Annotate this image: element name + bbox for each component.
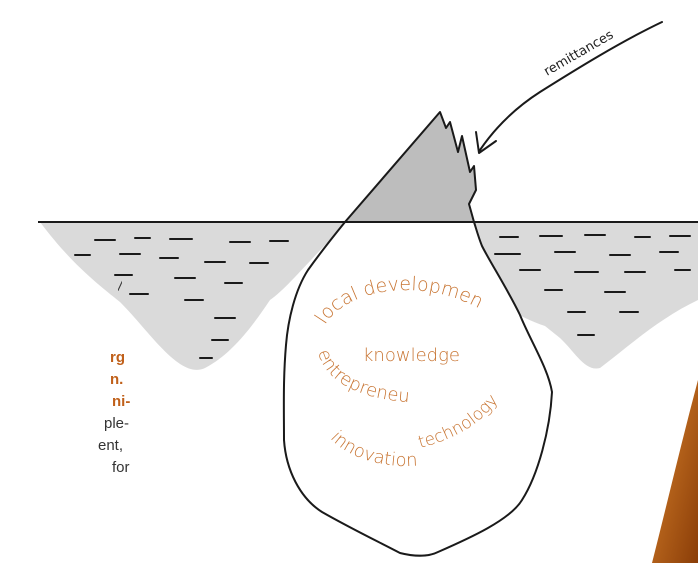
arrow-head (475, 131, 497, 154)
cut-text-line-5: ple- (104, 415, 130, 432)
water-shadow (40, 222, 698, 370)
label-knowledge: knowledge (363, 345, 460, 366)
iceberg-body (282, 221, 553, 557)
cut-text-line-6: ent, (98, 437, 124, 454)
wave-marks (74, 234, 691, 359)
cut-text-line-3: n. (110, 371, 124, 388)
cut-text-line-4: ni- (112, 393, 131, 410)
accent-bar (652, 380, 698, 563)
remittances-arrow (479, 21, 663, 151)
cut-text-line-7: for (112, 459, 130, 476)
cut-text-line-2: rg (110, 349, 125, 366)
cut-text-line-1: / (118, 278, 123, 295)
iceberg-tip (344, 111, 477, 223)
